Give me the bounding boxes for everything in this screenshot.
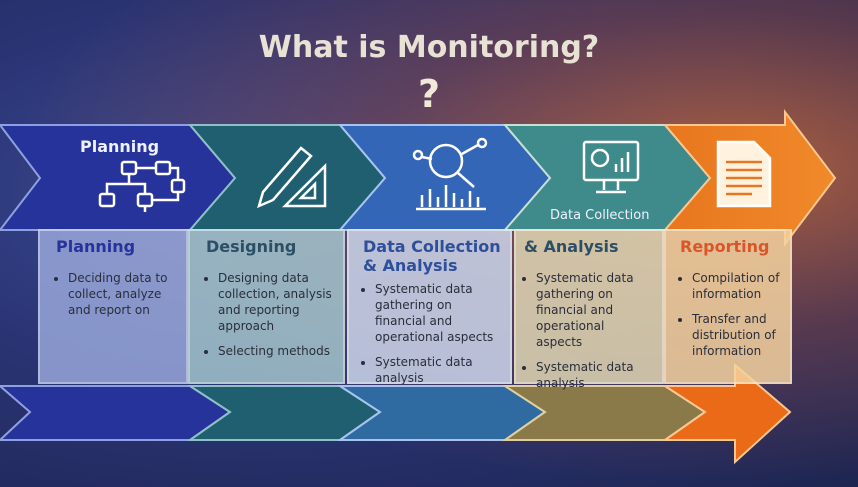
- page-title: What is Monitoring?: [258, 30, 600, 65]
- panel-heading: Reporting: [680, 237, 770, 256]
- bullet: Systematic data gathering on financial a…: [536, 270, 654, 350]
- question-mark: ?: [417, 72, 441, 116]
- monitor-chart-icon: [582, 140, 640, 194]
- panel-heading: Planning: [56, 237, 136, 256]
- bullet: Designing data collection, analysis and …: [218, 270, 335, 334]
- panel-heading: Designing: [206, 237, 297, 256]
- bullet: Compilation of information: [692, 270, 782, 302]
- bottom-chevron-1: [0, 385, 232, 441]
- bullet: Systematic data analysis: [536, 359, 654, 391]
- bullet: Deciding data to collect, analyze and re…: [68, 270, 178, 318]
- panel-planning: Planning Deciding data to collect, analy…: [38, 229, 188, 384]
- panel-designing: Designing Designing data collection, ana…: [188, 229, 345, 384]
- chevron-label-planning: Planning: [80, 137, 160, 156]
- panel-data-collection: Data Collection & Analysis Systematic da…: [347, 229, 512, 386]
- panel-heading: & Analysis: [524, 237, 619, 256]
- data-analysis-icon: [412, 137, 488, 211]
- flowchart-icon: [98, 160, 186, 212]
- chevron-label-data-collection: Data Collection: [550, 208, 650, 223]
- pencil-ruler-icon: [257, 146, 327, 209]
- bullet: Transfer and distribution of information: [692, 311, 782, 359]
- document-icon: [716, 140, 772, 208]
- panel-reporting: Reporting Compilation of informationTran…: [664, 229, 792, 384]
- bullet: Selecting methods: [218, 343, 335, 359]
- bullet: Systematic data gathering on financial a…: [375, 281, 502, 345]
- panel-analysis: & Analysis Systematic data gathering on …: [514, 229, 664, 390]
- bullet: Systematic data analysis: [375, 354, 502, 386]
- panel-heading: Data Collection & Analysis: [363, 237, 501, 275]
